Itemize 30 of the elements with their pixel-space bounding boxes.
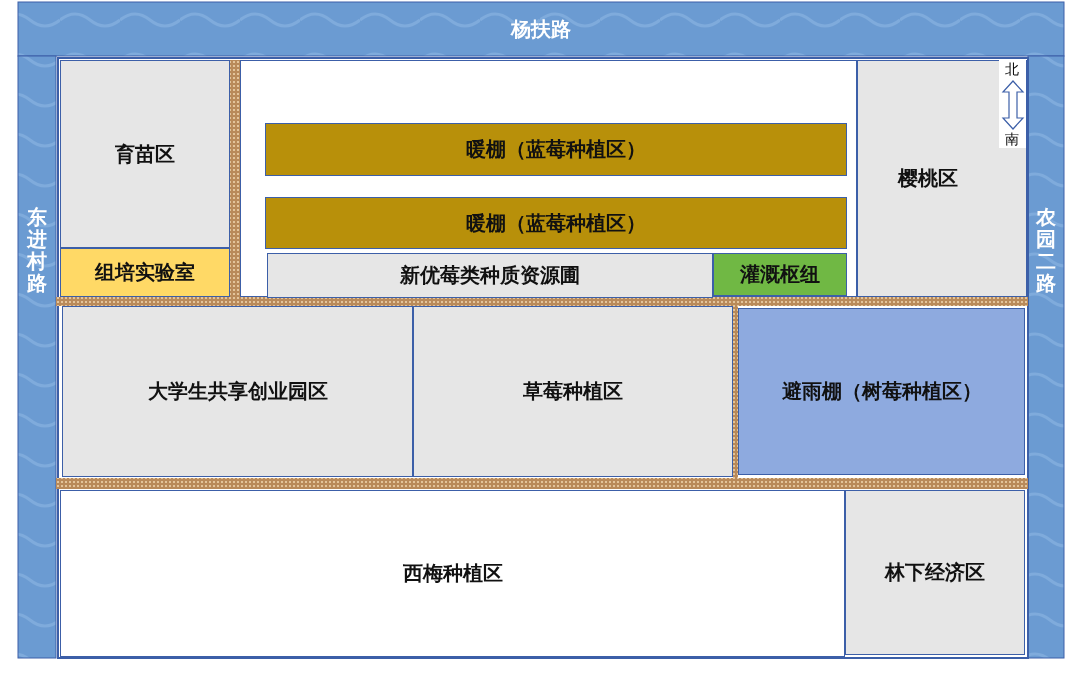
road-name: 东进村路 [27, 206, 47, 294]
road-name: 杨扶路 [511, 15, 571, 43]
nursery-zone [60, 60, 230, 248]
germplasm-zone [267, 253, 713, 298]
strawberry-zone [413, 306, 733, 477]
lab-zone [60, 248, 230, 297]
irrigation-hub [713, 253, 847, 296]
greenhouse-bar [265, 123, 847, 176]
zone-label: 组培实验室 [95, 259, 195, 286]
zone-label: 避雨棚（树莓种植区） [781, 378, 982, 405]
zone-label: 暖棚（蓝莓种植区） [466, 136, 646, 163]
rain-shelter-zone [738, 308, 1025, 475]
zone-label: 大学生共享创业园区 [147, 378, 328, 405]
zone-label: 育苗区 [115, 140, 175, 168]
greenhouse-area [240, 60, 857, 297]
zone-label: 灌溉枢纽 [740, 261, 820, 288]
understory-zone [845, 490, 1025, 655]
zone-label: 暖棚（蓝莓种植区） [466, 209, 646, 237]
zone-label: 西梅种植区 [402, 560, 503, 587]
cherry-zone [857, 60, 1027, 297]
zone-label: 樱桃区 [898, 165, 958, 192]
plum-zone [60, 490, 845, 657]
zone-label: 林下经济区 [885, 559, 985, 586]
startup-park-zone [62, 306, 413, 477]
zone-label: 新优莓类种质资源圃 [400, 262, 580, 289]
zone-label: 草莓种植区 [523, 378, 623, 405]
compass-label: 南 [1005, 131, 1019, 147]
road-name: 农园二路 [1036, 206, 1056, 294]
greenhouse-bar [265, 197, 847, 249]
compass-label: 北 [1005, 61, 1019, 77]
